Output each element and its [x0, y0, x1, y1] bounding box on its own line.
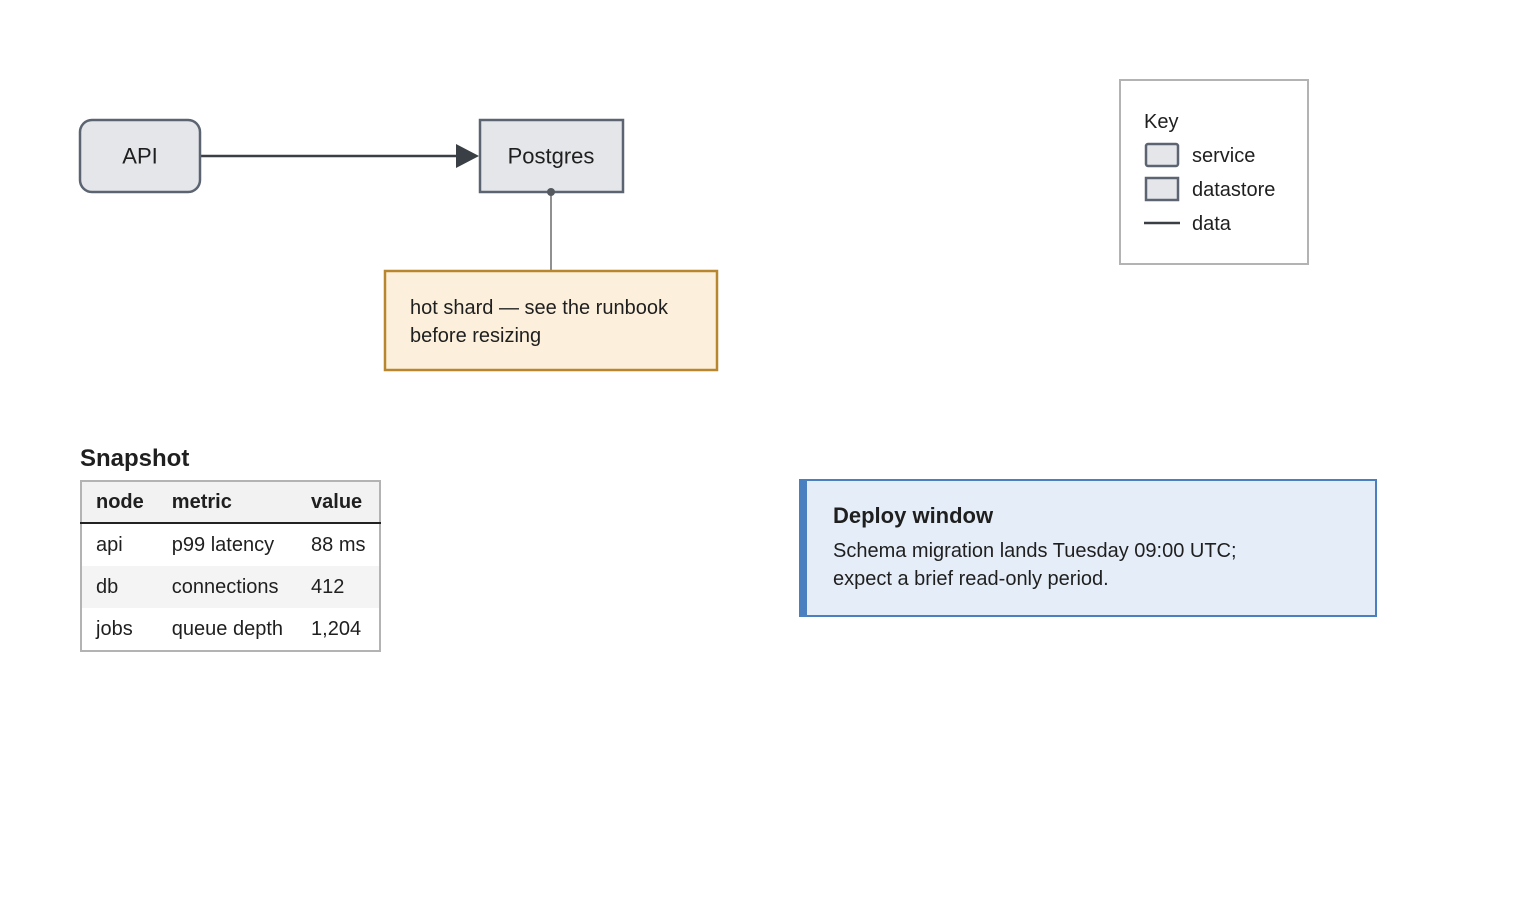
service-swatch-icon: [1144, 142, 1180, 168]
deploy-window-callout: Deploy window Schema migration lands Tue…: [799, 479, 1377, 617]
cell-metric: p99 latency: [171, 533, 275, 556]
cell-value: 412: [297, 566, 381, 608]
connector-dot-icon: [547, 188, 555, 196]
column-header-value: value: [297, 481, 381, 524]
cell-node: db: [81, 566, 158, 608]
edge-api-to-postgres: [201, 144, 479, 168]
arrowhead-icon: [456, 144, 479, 168]
callout-line-1: Schema migration lands Tuesday 09:00 UTC…: [833, 540, 1237, 562]
cell-value: 88 ms: [311, 533, 366, 556]
table-header-row: node metric value: [81, 481, 381, 524]
callout-body: Schema migration lands Tuesday 09:00 UTC…: [833, 537, 1351, 593]
cell-metric: connections: [157, 566, 298, 608]
legend-item-data: data: [1144, 213, 1232, 235]
note-line-1: hot shard — see the runbook: [410, 297, 669, 319]
note-hot-shard: hot shard — see the runbook before resiz…: [383, 269, 719, 372]
datastore-swatch-icon: [1144, 176, 1180, 202]
note-line-2: before resizing: [410, 325, 541, 347]
cell-node: jobs: [96, 617, 133, 640]
snapshot-title: Snapshot: [80, 445, 190, 472]
node-postgres[interactable]: Postgres: [478, 118, 625, 194]
node-postgres-label: Postgres: [508, 144, 595, 169]
note-connector: [547, 188, 555, 271]
legend-label-data: data: [1192, 213, 1232, 235]
cell-node: api: [96, 533, 123, 556]
legend: Key service datastore data: [1119, 79, 1309, 265]
node-api[interactable]: API: [78, 118, 202, 194]
column-header-node: node: [81, 481, 158, 524]
table-row: jobs queue depth 1,204: [81, 608, 380, 651]
callout-line-2: expect a brief read-only period.: [833, 568, 1109, 590]
legend-title: Key: [1144, 111, 1178, 133]
snapshot-panel: Snapshot node metric value api p99 laten…: [80, 444, 410, 652]
table-row: api p99 latency 88 ms: [81, 523, 380, 566]
node-api-label: API: [122, 144, 157, 169]
legend-label-service: service: [1192, 145, 1255, 167]
snapshot-table: node metric value api p99 latency 88 ms …: [80, 480, 382, 652]
cell-value: 1,204: [311, 617, 362, 640]
legend-item-datastore: datastore: [1144, 176, 1275, 202]
table-row: db connections 412: [81, 566, 381, 608]
column-header-metric: metric: [157, 481, 298, 524]
legend-label-datastore: datastore: [1192, 179, 1275, 201]
cell-metric: queue depth: [171, 617, 284, 640]
legend-item-service: service: [1144, 142, 1255, 168]
callout-title: Deploy window: [833, 503, 994, 528]
